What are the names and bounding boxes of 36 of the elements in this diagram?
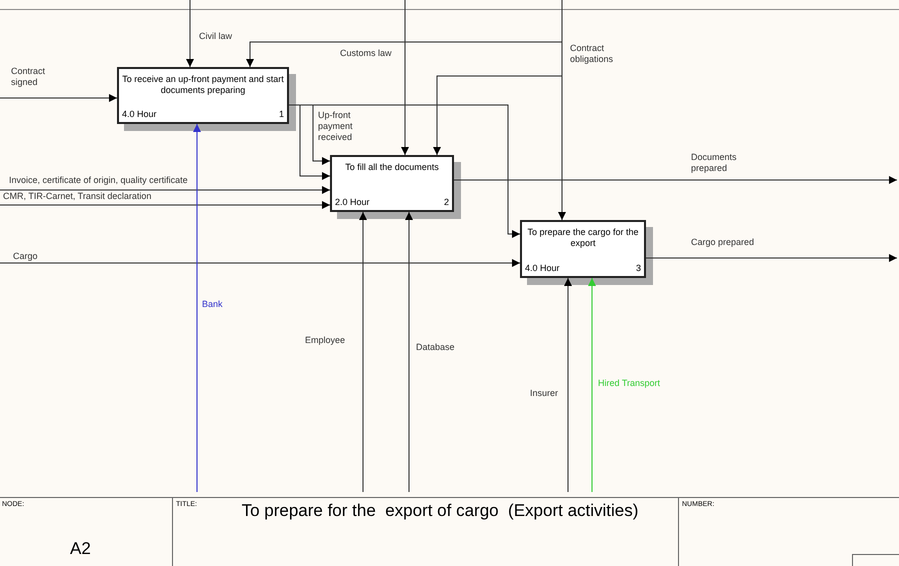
edge-label: CMR, TIR-Carnet, Transit declaration — [2, 191, 152, 202]
edge-label: Bank — [201, 299, 224, 310]
activity-name: To prepare the cargo for the export — [526, 227, 640, 249]
arrow — [359, 212, 367, 492]
edge-label: Insurer — [529, 388, 560, 399]
arrow — [0, 201, 330, 209]
activity-number: 1 — [278, 109, 284, 120]
arrow — [646, 254, 898, 262]
edge-label: Cargo prepared — [690, 237, 756, 248]
arrow — [454, 176, 898, 184]
arrow — [186, 0, 194, 68]
edge-label: Customs law — [339, 48, 393, 59]
edge-label: Database — [415, 342, 456, 353]
activity-name: To receive an up-front payment and start documents preparing — [122, 74, 284, 96]
node-number: A2 — [70, 538, 91, 560]
diagram-title: To prepare for the export of cargo (Export activities) — [240, 500, 640, 522]
edge-label: Hired Transport — [597, 378, 662, 389]
arrow — [564, 278, 572, 492]
edge-label: Cargo — [12, 251, 39, 262]
arrow — [558, 0, 566, 220]
duration: 2.0 Hour — [335, 197, 370, 208]
activity-number: 3 — [636, 263, 641, 274]
edge-label: Employee — [304, 335, 346, 346]
arrow — [588, 278, 596, 492]
edge-label: Invoice, certificate of origin, quality certificate — [8, 175, 189, 186]
arrow — [0, 186, 330, 194]
arrow — [401, 0, 409, 156]
arrow — [0, 94, 118, 102]
duration: 4.0 Hour — [525, 263, 560, 274]
edge-label: Civil law — [198, 31, 234, 42]
arrow — [193, 124, 201, 492]
duration: 4.0 Hour — [122, 109, 157, 120]
arrow — [0, 259, 520, 267]
activity-number: 2 — [444, 197, 449, 208]
arrow — [405, 212, 413, 492]
activity-name: To fill all the documents — [344, 162, 440, 173]
